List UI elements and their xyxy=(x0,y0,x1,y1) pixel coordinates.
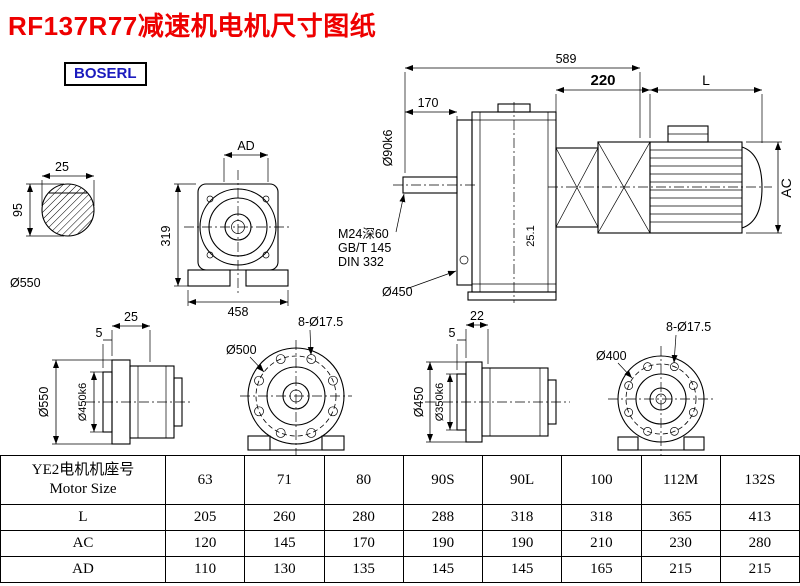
table-cell: 230 xyxy=(640,530,721,557)
table-col-header: 132S xyxy=(719,455,800,505)
table-cell: 135 xyxy=(323,556,404,583)
dim-550-label: Ø550 xyxy=(10,276,41,290)
dim-L: L xyxy=(702,72,710,88)
table-cell: 190 xyxy=(481,530,563,557)
table-col-header: 100 xyxy=(561,455,642,505)
table-cell: 215 xyxy=(719,556,800,583)
dim-spigot-450k6: Ø450k6 xyxy=(77,383,89,422)
dim-spigot-350k6: Ø350k6 xyxy=(434,383,446,422)
dim-25-1: 25.1 xyxy=(525,225,537,246)
table-cell: 260 xyxy=(244,504,325,531)
table-col-header: 90S xyxy=(402,455,484,505)
dim-5b: 5 xyxy=(449,326,456,340)
row-label: AD xyxy=(0,556,166,583)
table-col-header: 80 xyxy=(323,455,404,505)
flange-view-1: 8-Ø17.5 Ø500 xyxy=(226,315,352,455)
dim-25: 25 xyxy=(124,310,138,324)
brand-logo: BOSERL xyxy=(64,62,147,86)
page-title: RF137R77减速机电机尺寸图纸 xyxy=(8,11,377,41)
table-cell: 145 xyxy=(244,530,325,557)
dim-400: Ø400 xyxy=(596,349,627,363)
table-cell: 170 xyxy=(323,530,404,557)
table-row: AD 110 130 135 145 145 165 215 215 xyxy=(0,556,800,583)
dim-170: 170 xyxy=(418,96,439,110)
table-cell: 210 xyxy=(561,530,642,557)
output-side-view-2: 22 5 Ø450 Ø350k6 xyxy=(412,309,570,443)
dim-589: 589 xyxy=(556,52,577,66)
table-col-header: 112M xyxy=(640,455,721,505)
flange-view-2: 8-Ø17.5 Ø400 xyxy=(596,320,714,455)
dim-5: 5 xyxy=(96,326,103,340)
motor-size-header-en: Motor Size xyxy=(49,481,117,497)
dim-outer-450: Ø450 xyxy=(412,387,426,418)
table-row: L 205 260 280 288 318 318 365 413 xyxy=(0,504,800,531)
table-cell: 130 xyxy=(244,556,325,583)
table-cell: 120 xyxy=(164,530,246,557)
dim-458: 458 xyxy=(228,305,249,319)
table-col-header: 71 xyxy=(244,455,325,505)
technical-drawing: 25 95 Ø550 AD xyxy=(10,52,794,455)
dimension-table: YE2电机机座号 Motor Size 63 71 80 90S 90L 100… xyxy=(0,455,800,583)
table-row: AC 120 145 170 190 190 210 230 280 xyxy=(0,530,800,557)
table-col-header: 90L xyxy=(481,455,563,505)
dim-ac: AC xyxy=(778,178,794,197)
table-cell: 318 xyxy=(561,504,642,531)
shaft-section-view: 25 95 Ø550 xyxy=(10,160,95,290)
dim-shaft-height: 95 xyxy=(11,203,25,217)
std-gbt: GB/T 145 xyxy=(338,241,391,255)
table-cell: 145 xyxy=(402,556,484,583)
row-label: L xyxy=(0,504,166,531)
output-side-view-1: 25 5 Ø550 Ø450k6 xyxy=(37,310,190,445)
table-cell: 365 xyxy=(640,504,721,531)
table-col-header: 63 xyxy=(164,455,246,505)
table-cell: 205 xyxy=(164,504,246,531)
main-side-view: 589 170 Ø90k6 M24深60 GB/T 145 DIN 332 Ø4… xyxy=(338,52,641,303)
dim-shaft-dia: Ø90k6 xyxy=(381,130,395,167)
table-cell: 215 xyxy=(640,556,721,583)
gearbox-front-view: AD 319 458 xyxy=(159,139,292,319)
table-cell: 145 xyxy=(481,556,563,583)
bolt-callout-2: 8-Ø17.5 xyxy=(666,320,711,334)
dim-shaft-width: 25 xyxy=(55,160,69,174)
table-cell: 110 xyxy=(164,556,246,583)
motor-view: 220 L AC xyxy=(548,72,794,234)
table-cell: 165 xyxy=(561,556,642,583)
motor-size-header-cn: YE2电机机座号 xyxy=(31,461,135,478)
dim-500: Ø500 xyxy=(226,343,257,357)
dim-flange-dia: Ø450 xyxy=(382,285,413,299)
dim-ad: AD xyxy=(237,139,254,153)
row-label: AC xyxy=(0,530,166,557)
table-cell: 280 xyxy=(719,530,800,557)
table-cell: 280 xyxy=(323,504,404,531)
thread-callout: M24深60 xyxy=(338,227,389,241)
table-cell: 413 xyxy=(719,504,800,531)
bolt-callout-1: 8-Ø17.5 xyxy=(298,315,343,329)
table-cell: 190 xyxy=(402,530,484,557)
dim-outer-550: Ø550 xyxy=(37,387,51,418)
dim-22: 22 xyxy=(470,309,484,323)
dim-220: 220 xyxy=(590,72,615,89)
table-cell: 318 xyxy=(481,504,563,531)
dim-319: 319 xyxy=(159,226,173,247)
table-header-row: YE2电机机座号 Motor Size 63 71 80 90S 90L 100… xyxy=(0,455,800,505)
std-din: DIN 332 xyxy=(338,255,384,269)
table-cell: 288 xyxy=(402,504,484,531)
motor-size-header: YE2电机机座号 Motor Size xyxy=(0,455,166,505)
